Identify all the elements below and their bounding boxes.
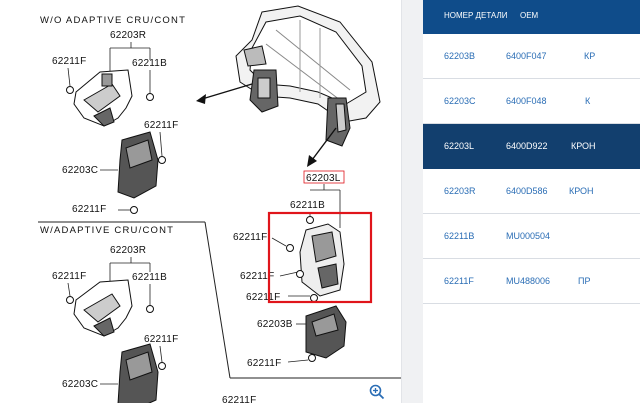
- cell-name: ПР: [578, 276, 591, 286]
- cell-part-number: 62211F: [444, 276, 474, 286]
- label-right-62211F-c: 62211F: [246, 292, 280, 303]
- label-bottom-62203R: 62203R: [110, 245, 146, 256]
- cell-oem: MU000504: [506, 231, 551, 241]
- cell-oem: 6400D586: [506, 186, 548, 196]
- cell-name: КР: [584, 51, 596, 61]
- cell-oem: 6400F047: [506, 51, 547, 61]
- parts-diagram: W/O ADAPTIVE CRU/CONT W/ADAPTIVE CRU/CON…: [0, 0, 402, 403]
- bracket-part-top: [73, 69, 133, 127]
- bracket-part-bottom: [73, 279, 133, 337]
- label-right-62211F-e: 62211F: [222, 395, 256, 403]
- label-bottom-62211F-a: 62211F: [52, 271, 86, 282]
- label-right-62203L: 62203L: [306, 173, 341, 184]
- cell-part-number: 62203B: [444, 51, 476, 61]
- cell-oem: 6400F048: [506, 96, 547, 106]
- label-right-62211F-b: 62211F: [240, 271, 274, 282]
- label-right-62211F-a: 62211F: [233, 232, 267, 243]
- label-top-62211F-a: 62211F: [52, 56, 86, 67]
- section-header-top: W/O ADAPTIVE CRU/CONT: [40, 15, 186, 26]
- cell-name: КРОН: [569, 186, 594, 196]
- cell-part-number: 62203C: [444, 96, 476, 106]
- vehicle-front-structure: [235, 5, 381, 147]
- cover-part-bottom: [117, 343, 159, 403]
- cell-part-number: 62203L: [444, 141, 475, 151]
- header-oem: OEM: [520, 11, 539, 20]
- table-row[interactable]: 62203B 6400F047 КР: [423, 34, 640, 79]
- label-top-62211B: 62211B: [132, 58, 167, 69]
- cell-part-number: 62203R: [444, 186, 476, 196]
- cell-part-number: 62211B: [444, 231, 475, 241]
- label-right-62211F-d: 62211F: [247, 358, 281, 369]
- table-header: НОМЕР ДЕТАЛИ OEM: [423, 0, 640, 34]
- table-row[interactable]: 62203C 6400F048 К: [423, 79, 640, 124]
- section-divider-slope: [204, 221, 231, 379]
- table-row[interactable]: 62211F MU488006 ПР: [423, 259, 640, 304]
- label-top-62203R: 62203R: [110, 30, 146, 41]
- highlight-box: [267, 211, 373, 304]
- label-top-62211F-c: 62211F: [72, 204, 106, 215]
- parts-table: НОМЕР ДЕТАЛИ OEM 62203B 6400F047 КР 6220…: [423, 0, 640, 403]
- cell-name: К: [585, 96, 591, 106]
- cell-oem: MU488006: [506, 276, 551, 286]
- label-bottom-62211F-b: 62211F: [144, 334, 178, 345]
- label-right-62203B: 62203B: [257, 319, 293, 330]
- cover-part-right: [305, 305, 347, 359]
- header-part-number: НОМЕР ДЕТАЛИ: [444, 11, 508, 20]
- table-row-selected[interactable]: 62203L 6400D922 КРОН: [423, 124, 640, 169]
- cell-name: КРОН: [571, 141, 596, 151]
- arrow-left: [201, 83, 253, 100]
- cell-oem: 6400D922: [506, 141, 548, 151]
- label-bottom-62211B: 62211B: [132, 272, 167, 283]
- cover-part-top: [117, 131, 159, 199]
- label-top-62203C: 62203C: [62, 165, 98, 176]
- zoom-in-icon[interactable]: [369, 384, 391, 403]
- exploded-view-diagram: W/O ADAPTIVE CRU/CONT W/ADAPTIVE CRU/CON…: [38, 5, 401, 403]
- arrow-down: [311, 127, 337, 161]
- highlighted-bracket-62203L: [299, 223, 345, 297]
- label-62203L-highlight: [303, 170, 345, 184]
- section-header-bottom: W/ADAPTIVE CRU/CONT: [40, 225, 174, 236]
- table-row[interactable]: 62203R 6400D586 КРОН: [423, 169, 640, 214]
- table-row[interactable]: 62211B MU000504: [423, 214, 640, 259]
- label-right-62211B: 62211B: [290, 200, 325, 211]
- label-bottom-62203C: 62203C: [62, 379, 98, 390]
- label-top-62211F-b: 62211F: [144, 120, 178, 131]
